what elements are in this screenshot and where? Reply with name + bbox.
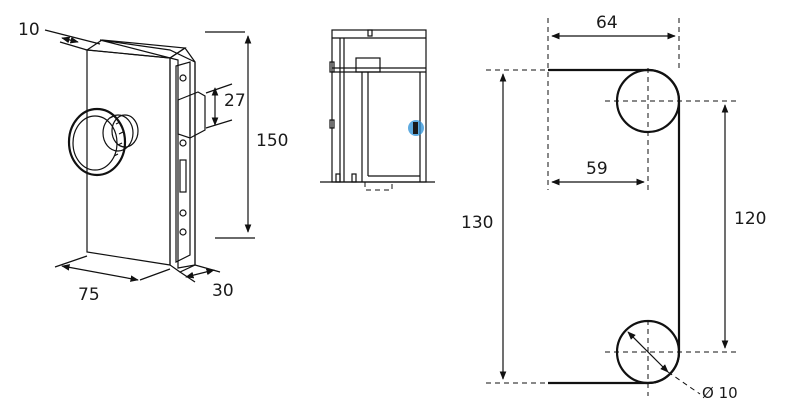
label-width-75: 75 [78,285,100,305]
label-inner-width-59: 59 [586,159,608,179]
label-diameter-10: Ø 10 [702,384,738,402]
label-thickness-10: 10 [18,20,40,40]
label-height-150: 150 [256,131,288,151]
label-latch-27: 27 [224,91,246,111]
label-top-width-64: 64 [596,13,618,33]
lock-body-drawing [44,29,255,283]
label-height-130: 130 [461,213,493,233]
cutout-drawing [486,18,740,396]
section-drawing [320,29,435,191]
label-depth-30: 30 [212,281,234,301]
label-height-120: 120 [734,209,766,229]
